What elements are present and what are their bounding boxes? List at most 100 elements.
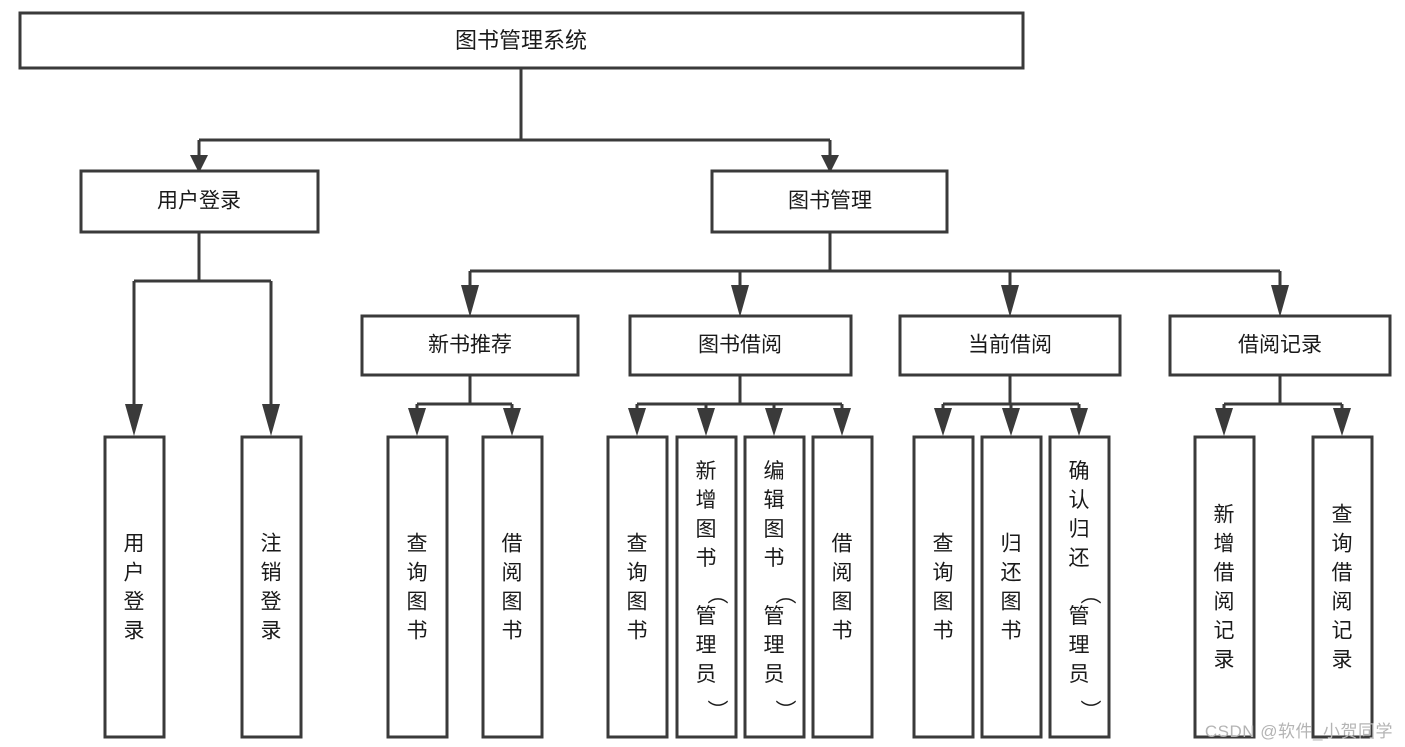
node-borrow-record[interactable]: 借阅记录	[1168, 314, 1392, 377]
node-leaf-add-book-box[interactable]	[675, 435, 738, 739]
leaf-label-char: 图	[696, 518, 717, 541]
node-current-borrow-label: 当前借阅	[968, 334, 1052, 357]
csdn-watermark: CSDN @软件_小贺同学	[1204, 722, 1393, 741]
node-leaf-add-record-box[interactable]	[1193, 435, 1256, 739]
leaf-label-char: （	[1078, 584, 1101, 605]
leaf-label-char: 增	[1214, 533, 1235, 556]
node-current-borrow-box[interactable]	[898, 314, 1122, 377]
node-leaf-query-record-box[interactable]	[1311, 435, 1374, 739]
leaf-label-char: 查	[1332, 504, 1353, 527]
node-book-management-box[interactable]	[710, 169, 949, 234]
node-leaf-query-book-1-box[interactable]	[386, 435, 449, 739]
arrow-head-leaf-borrow-book-1	[503, 408, 521, 436]
node-book-management[interactable]: 图书管理	[710, 169, 949, 234]
leaf-label-char: 归	[1069, 518, 1090, 541]
leaf-label-char: 注	[261, 533, 282, 556]
arrow-head-leaf-query-record	[1333, 408, 1351, 436]
leaf-label-char: 图	[832, 591, 853, 614]
node-user-login-box[interactable]	[79, 169, 320, 234]
arrow-head-new-book-recommend	[461, 285, 479, 317]
node-book-borrow[interactable]: 图书借阅	[628, 314, 853, 377]
leaf-label-char: 书	[627, 620, 648, 643]
leaf-label-char: 员	[764, 663, 785, 686]
leaf-label-char: 理	[764, 634, 785, 657]
leaf-label-char: 认	[1069, 489, 1090, 512]
leaf-label-char: 书	[933, 620, 954, 643]
leaf-label-char: 编	[764, 460, 785, 483]
node-borrow-record-box[interactable]	[1168, 314, 1392, 377]
leaf-label-char: 图	[627, 591, 648, 614]
node-root[interactable]: 图书管理系统	[18, 11, 1025, 70]
arrow-head-current-borrow	[1001, 285, 1019, 317]
leaf-label-char: 员	[1069, 663, 1090, 686]
leaf-label-char: 管	[764, 605, 785, 628]
node-leaf-borrow-book-2-box[interactable]	[811, 435, 874, 739]
node-leaf-user-logout-box[interactable]	[240, 435, 303, 739]
node-new-book-recommend-label: 新书推荐	[428, 334, 512, 357]
node-leaf-user-login-box[interactable]	[103, 435, 166, 739]
node-book-borrow-box[interactable]	[628, 314, 853, 377]
node-leaf-confirm-return-box[interactable]	[1048, 435, 1111, 739]
node-book-borrow-label: 图书借阅	[698, 334, 782, 357]
node-leaf-query-book-3-box[interactable]	[912, 435, 975, 739]
node-current-borrow[interactable]: 当前借阅	[898, 314, 1122, 377]
leaf-label-char: 图	[407, 591, 428, 614]
node-new-book-recommend-box[interactable]	[360, 314, 580, 377]
leaf-label-char: 询	[933, 562, 954, 585]
arrow-head-leaf-user-login	[125, 404, 143, 436]
leaf-label-char: 借	[502, 533, 523, 556]
node-leaf-borrow-book-1-box[interactable]	[481, 435, 544, 739]
leaf-label-char: ）	[1078, 700, 1101, 721]
node-user-login[interactable]: 用户登录	[79, 169, 320, 234]
leaf-label-char: 还	[1001, 562, 1022, 585]
arrow-head-book-management	[821, 155, 839, 173]
leaf-label-char: 询	[407, 562, 428, 585]
node-root-box[interactable]	[18, 11, 1025, 70]
leaf-label-char: ）	[773, 700, 796, 721]
leaf-label-char: 确	[1069, 460, 1090, 483]
node-leaf-return-book-box[interactable]	[980, 435, 1043, 739]
leaf-label-char: 登	[124, 591, 145, 614]
leaf-label-char: 图	[502, 591, 523, 614]
node-leaf-query-book-2-box[interactable]	[606, 435, 669, 739]
leaf-label-char: 阅	[1332, 591, 1353, 614]
node-leaf-edit-book-box[interactable]	[743, 435, 806, 739]
leaf-label-char: 理	[1069, 634, 1090, 657]
leaf-label-char: 记	[1214, 620, 1235, 643]
arrow-head-leaf-add-book	[697, 408, 715, 436]
leaf-label-char: 书	[832, 620, 853, 643]
leaf-label-char: 查	[933, 533, 954, 556]
leaf-label-char: 询	[1332, 533, 1353, 556]
arrow-head-leaf-confirm-return	[1070, 408, 1088, 436]
arrow-head-leaf-query-book-3	[934, 408, 952, 436]
leaf-label-char: 销	[261, 562, 282, 585]
leaf-label-char: 图	[1001, 591, 1022, 614]
leaf-label-char: 记	[1332, 620, 1353, 643]
leaf-label-char: 图	[764, 518, 785, 541]
node-leaf-user-login[interactable]: 用户登录	[103, 435, 166, 739]
leaf-label-char: 借	[1332, 562, 1353, 585]
leaf-label-char: 书	[764, 547, 785, 570]
leaf-label-char: 查	[627, 533, 648, 556]
node-new-book-recommend[interactable]: 新书推荐	[360, 314, 580, 377]
node-book-management-label: 图书管理	[788, 190, 872, 213]
